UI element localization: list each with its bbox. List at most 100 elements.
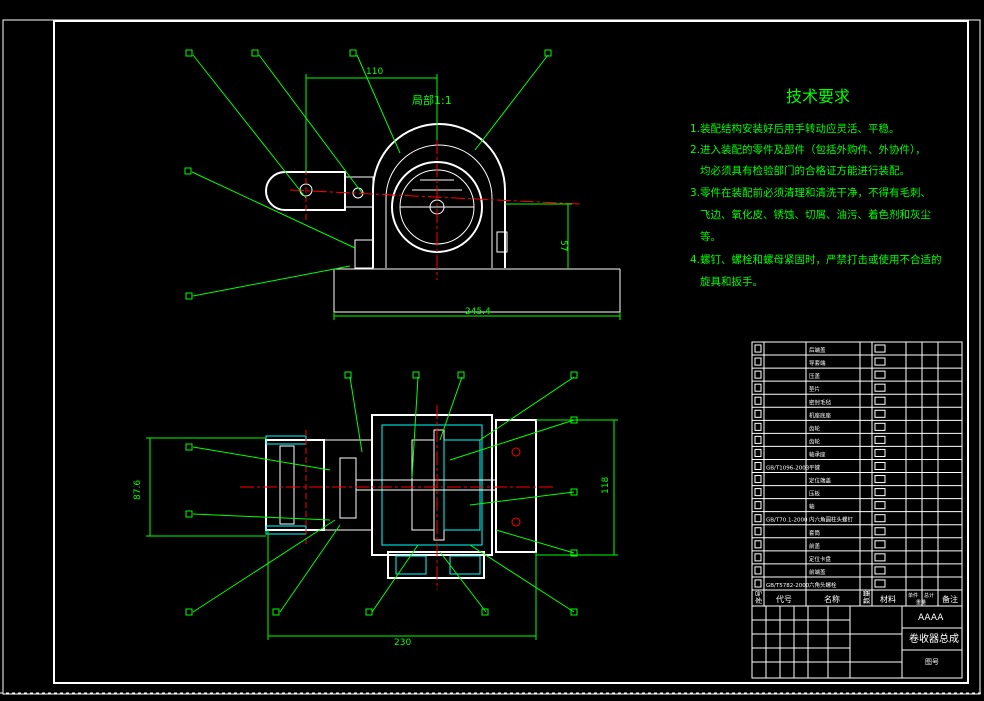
bom-header-unit-weight: 单件 <box>908 592 918 599</box>
arm-roller <box>279 445 295 525</box>
bom-material-box <box>874 579 886 588</box>
tech-req-item: 1.装配结构安装好后用手转动应灵活、平稳。 <box>690 122 900 135</box>
gear-plan <box>433 429 445 541</box>
housing-foot <box>354 239 374 269</box>
bom-row-name: 定位卡盘 <box>809 555 832 563</box>
bom-row-name: 压板 <box>809 490 821 498</box>
bom-row-name: 六角头螺栓 <box>809 581 837 589</box>
tech-req-title: 技术要求 <box>786 87 850 106</box>
title-block-drawing-no: 图号 <box>925 658 939 666</box>
dim-plan-height-left: 87.6 <box>133 480 143 500</box>
bom-header-code: 代号 <box>776 594 792 604</box>
tech-req-item: 均必须具有检验部门的合格证方能进行装配。 <box>690 164 910 177</box>
bom-row-name: 内六角圆柱头螺钉 <box>809 516 854 524</box>
bom-row-name: 轴 <box>809 503 815 511</box>
bom-seq-box <box>754 461 762 471</box>
bearing-plan <box>443 439 481 531</box>
bom-material-box <box>874 501 886 510</box>
bom-seq-box <box>754 344 762 353</box>
bom-header-total-weight: 总计 <box>924 592 934 599</box>
bom-row-code: GB/T1096-2003 <box>766 466 810 472</box>
bom-seq-box <box>754 527 762 536</box>
housing-foot <box>496 231 508 253</box>
bom-row-name: 轴承座 <box>809 450 826 458</box>
bom-row-name: 密封毛毡 <box>809 398 832 406</box>
dim-top-width: 110 <box>366 67 383 77</box>
bom-seq-box <box>754 488 762 497</box>
bom-seq-box <box>754 357 762 366</box>
technical-requirements: 技术要求 1.装配结构安装好后用手转动应灵活、平稳。 2.进入装配的零件及部件（… <box>690 87 942 288</box>
arm-body <box>265 171 346 211</box>
bom-header-material: 材料 <box>880 594 896 604</box>
housing-plan-inner <box>381 424 483 546</box>
bom-seq-box <box>754 409 762 418</box>
tech-req-item: 2.进入装配的零件及部件（包括外购件、外协件）， <box>690 143 926 156</box>
cover-screw <box>511 447 521 457</box>
bom-header-seq: 序号 <box>754 590 763 604</box>
title-block <box>751 605 963 679</box>
dim-top-height: 57 <box>558 240 568 251</box>
centerline <box>289 189 581 205</box>
cover-screw <box>511 517 521 527</box>
bom-material-box <box>874 540 886 549</box>
drum-plan <box>411 439 435 531</box>
bom-seq-box <box>754 566 762 575</box>
bom-header-remark: 备注 <box>942 594 958 604</box>
bom-material-box <box>874 448 886 457</box>
bom-row-name: 垫片 <box>809 385 820 393</box>
housing-plan <box>371 414 493 556</box>
bom-material-box <box>874 461 886 471</box>
dim-plan-width: 230 <box>394 638 411 648</box>
bom-row-code: GB/T70.1-2000 <box>766 518 808 524</box>
tech-req-item: 等。 <box>690 230 721 243</box>
dim-top-base: 245.4 <box>465 307 491 317</box>
title-block-company: AAAA <box>918 613 944 623</box>
bom-seq-box <box>754 422 762 431</box>
bom-material-box <box>874 396 886 405</box>
bom-material-box <box>874 527 886 536</box>
bom-seq-box <box>754 475 762 484</box>
bom-seq-box <box>754 396 762 405</box>
bom-row-name: 前端盖 <box>809 568 826 576</box>
bom-row-name: 齿轮 <box>809 424 821 432</box>
tech-req-item: 飞边、氧化皮、锈蚀、切屑、油污、着色剂和灰尘 <box>690 208 932 221</box>
bom-material-box <box>874 344 886 353</box>
bom-header-name: 名称 <box>824 594 840 604</box>
housing-inner <box>385 144 493 268</box>
sheet-border <box>2 19 981 695</box>
bom-row-name: 齿轮 <box>809 437 821 445</box>
bom-header-weight: 重量 <box>916 599 926 606</box>
bom-row-name: 压盖 <box>809 372 821 380</box>
arm-roller <box>339 457 357 519</box>
tech-req-item: 4.螺钉、螺栓和螺母紧固时，严禁打击或使用不合适的 <box>690 253 942 266</box>
bom-seq-box <box>754 501 762 510</box>
bom-row-name: 套筒 <box>809 529 821 537</box>
bom-seq-box <box>754 579 762 588</box>
base-plate-outline <box>333 269 621 313</box>
housing-body <box>372 123 506 268</box>
bom-header: 序号 代号 名称 数量 材料 单件 总计 重量 备注 <box>751 589 963 607</box>
side-cover <box>495 419 537 553</box>
drawing-frame <box>53 20 969 684</box>
bom-material-box <box>874 422 886 431</box>
gearbox-plan <box>387 551 485 579</box>
bom-material-box <box>874 514 886 523</box>
arm-plate <box>265 439 325 531</box>
tech-req-item: 旋具和扳手。 <box>690 275 763 288</box>
bom-row-name: 定位端盖 <box>809 477 832 485</box>
leader-lines <box>184 49 552 300</box>
tech-req-item: 3.零件在装配前必须清理和清洗干净，不得有毛刺、 <box>690 186 931 199</box>
bom-row-name: 后端盖 <box>809 346 826 354</box>
bom-seq-box <box>754 435 762 444</box>
front-view: 110 57 245.4 局部1:1 <box>184 49 621 320</box>
bom-material-box <box>874 409 886 418</box>
bom-material-box <box>874 488 886 497</box>
bom-header-qty: 数量 <box>862 590 871 604</box>
detail-label: 局部1:1 <box>412 93 452 107</box>
bom-row-name: 机座底座 <box>809 411 832 419</box>
bom-row-code: GB/T5782-2000 <box>766 583 810 589</box>
bom-material-box <box>874 370 886 379</box>
bom-material-box <box>874 357 886 366</box>
